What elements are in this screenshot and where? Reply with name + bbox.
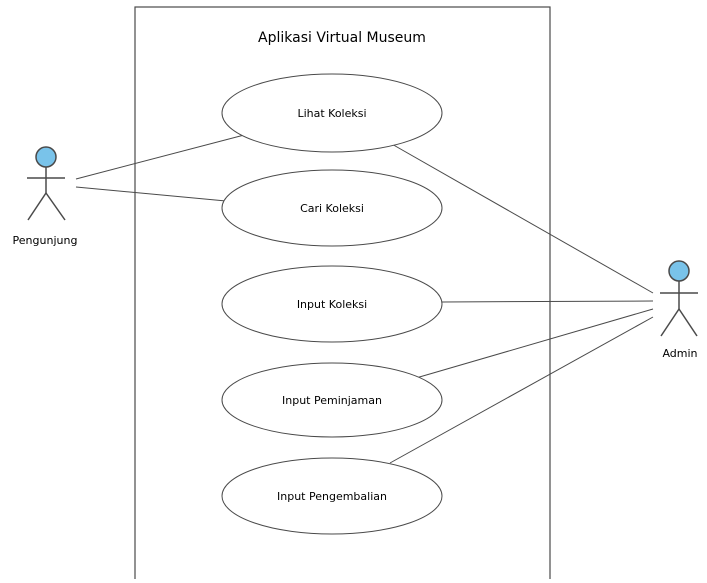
- association-line-admin-input-peminjaman: [415, 308, 654, 379]
- use-case-lihat-koleksi[interactable]: Lihat Koleksi: [221, 73, 443, 153]
- stick-figure-icon: [660, 260, 698, 337]
- actor-left-leg: [27, 192, 47, 221]
- association-line-pengunjung-cari-koleksi: [75, 186, 227, 202]
- use-case-ellipse[interactable]: [221, 265, 443, 343]
- use-case-label: Input Koleksi: [297, 298, 367, 311]
- actor-head: [35, 146, 57, 168]
- system-title: Aplikasi Virtual Museum: [258, 30, 426, 46]
- use-case-ellipse[interactable]: [221, 73, 443, 153]
- actor-admin[interactable]: Admin: [660, 260, 698, 360]
- use-case-ellipse[interactable]: [221, 169, 443, 247]
- actor-right-leg: [45, 192, 66, 221]
- association-line-pengunjung-lihat-koleksi: [75, 133, 249, 180]
- association-lines: [75, 133, 654, 464]
- actor-label: Admin: [662, 347, 697, 360]
- use-case-label: Cari Koleksi: [300, 202, 364, 215]
- use-case-label: Input Peminjaman: [282, 394, 382, 407]
- use-case-label: Input Pengembalian: [277, 490, 387, 503]
- association-line-admin-lihat-koleksi: [389, 142, 654, 294]
- use-case-input-koleksi[interactable]: Input Koleksi: [221, 265, 443, 343]
- actor-label: Pengunjung: [13, 234, 78, 247]
- use-case-label: Lihat Koleksi: [297, 107, 366, 120]
- association-line-admin-input-pengembalian: [389, 316, 654, 464]
- use-case-ellipse[interactable]: [221, 362, 443, 438]
- actor-head: [668, 260, 690, 282]
- association-line-admin-input-koleksi: [441, 300, 654, 303]
- stick-figure-icon: [27, 146, 66, 221]
- actor-left-leg: [660, 308, 680, 337]
- use-case-cari-koleksi[interactable]: Cari Koleksi: [221, 169, 443, 247]
- actor-right-leg: [678, 308, 698, 337]
- use-case-input-peminjaman[interactable]: Input Peminjaman: [221, 362, 443, 438]
- use-case-input-pengembalian[interactable]: Input Pengembalian: [221, 457, 443, 535]
- actor-pengunjung[interactable]: Pengunjung: [13, 146, 78, 247]
- use-case-ellipse[interactable]: [221, 457, 443, 535]
